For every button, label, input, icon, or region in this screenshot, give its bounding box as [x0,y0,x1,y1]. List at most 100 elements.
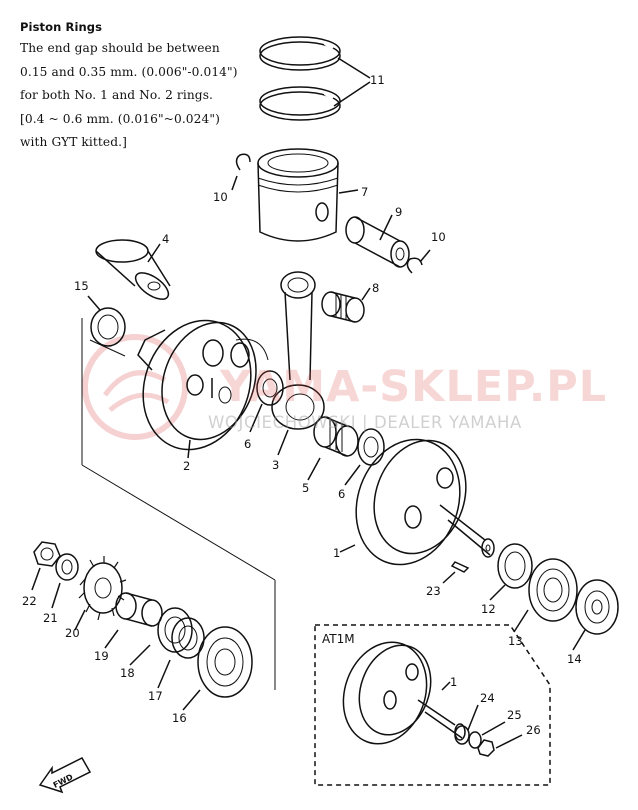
callout-21: 21 [43,611,58,625]
note-line-1: The end gap should be between [20,41,220,55]
leader-5 [307,457,321,481]
callout-15: 15 [74,279,89,293]
crank-bearing-left-inner [171,617,205,659]
oil-seal-right [575,579,619,635]
oil-seal-spacer [497,543,533,589]
variant-washer [454,725,470,745]
fwd-arrow-label: FWD [52,772,75,790]
leader-20 [74,609,86,631]
leader-22 [31,567,41,591]
leader-23 [442,571,456,584]
callout-13: 13 [508,634,523,648]
leader-25 [481,721,506,736]
callout-14: 14 [567,652,582,666]
variant-lock-washer [468,731,482,749]
collar-spacer [115,592,163,627]
piston-pin-clip-right [406,257,423,274]
callout-7: 7 [361,185,368,199]
variant-box [314,624,551,786]
variant-box-label: AT1M [322,632,355,646]
small-end-bearing [321,291,365,323]
leader-16 [182,689,201,711]
callout-18: 18 [120,666,135,680]
connecting-rod [271,271,325,430]
callout-23: 23 [426,584,441,598]
callout-labels: 11 7 10 10 9 4 8 15 2 6 3 5 6 1 23 12 13… [22,73,582,790]
leader-1 [339,544,356,553]
assembly-guide-lines [81,318,276,690]
variant-crank-half [342,641,466,745]
oil-seal-left [157,607,193,653]
callout-26: 26 [526,723,541,737]
piston-rings-note: Piston Rings The end gap should be betwe… [20,20,250,155]
piston-ring-lower [259,86,341,121]
right-crankshaft-half [355,438,495,566]
piston-ring-upper [259,36,341,71]
leader-12 [489,584,506,601]
leader-11 [333,57,371,107]
callout-10-left: 10 [213,190,228,204]
leader-19 [104,629,119,649]
callout-5: 5 [302,481,309,495]
callout-11: 11 [370,73,385,87]
callout-19: 19 [94,649,109,663]
leader-14 [572,629,586,651]
leader-1b [441,681,451,691]
callout-22: 22 [22,594,37,608]
leader-10a [231,175,238,191]
big-end-bearing [313,416,359,457]
piston [257,148,339,242]
fwd-arrow-icon [38,757,92,794]
leader-10b [419,249,431,263]
crank-bearing-right [528,558,578,622]
callout-3: 3 [272,458,279,472]
leader-3 [277,429,289,456]
note-line-3: for both No. 1 and No. 2 rings. [20,88,214,102]
callout-10-right: 10 [431,230,446,244]
thrust-washer-right [357,428,385,466]
callout-9: 9 [395,205,402,219]
callout-1: 1 [333,546,340,560]
callout-25: 25 [507,708,522,722]
thrust-washer-left [256,370,284,406]
piston-pin-clip-left [235,153,251,171]
woodruff-key [450,561,470,573]
callout-6-left: 6 [244,437,251,451]
leader-2 [187,439,191,459]
lock-washer [55,553,79,581]
left-crankshaft-half [137,319,269,451]
leader-26 [495,734,523,749]
note-line-5: with GYT kitted.] [20,135,127,149]
leader-18 [129,644,151,666]
leader-13 [513,609,529,633]
leader-7 [338,189,359,194]
callout-20: 20 [65,626,80,640]
piston-pin [345,216,410,268]
leader-8 [361,287,371,301]
callout-12: 12 [481,602,496,616]
leader-15 [87,295,101,311]
callout-6-right: 6 [338,487,345,501]
primary-drive-gear [78,556,127,621]
callout-8: 8 [372,281,379,295]
note-title: Piston Rings [20,20,103,34]
callout-16: 16 [172,711,187,725]
callout-1-variant: 1 [450,675,457,689]
leader-17 [157,659,171,689]
leader-4 [147,243,161,263]
note-line-2: 0.15 and 0.35 mm. (0.006"-0.014") [20,64,238,79]
callout-2: 2 [183,459,190,473]
leader-6a [249,403,263,433]
thrust-washer [90,307,126,347]
leader-6b [344,464,361,486]
callout-24: 24 [480,691,495,705]
callout-17: 17 [148,689,163,703]
variant-nut [477,739,495,757]
leader-9 [379,214,393,241]
crank-pin [95,239,171,300]
callout-4: 4 [162,232,169,246]
leader-24 [467,704,479,731]
crank-bearing-left [197,626,253,698]
